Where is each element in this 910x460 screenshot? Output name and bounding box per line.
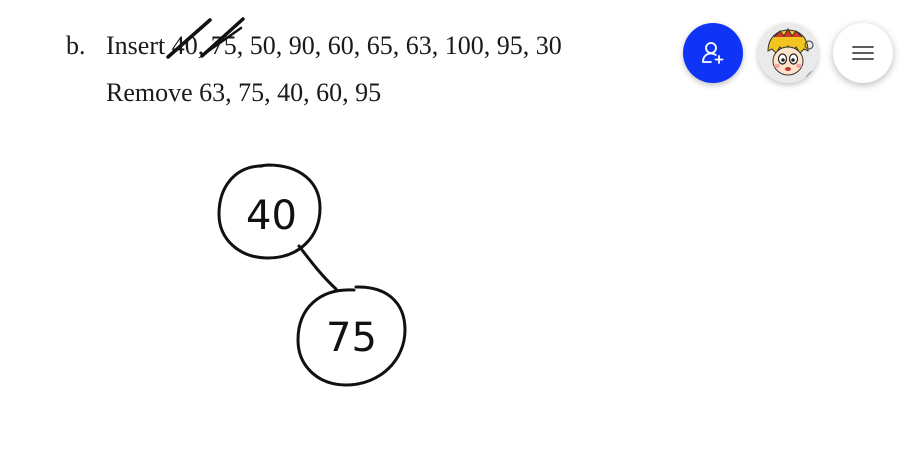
menu-button[interactable] xyxy=(833,23,893,83)
insert-word: Insert xyxy=(106,31,166,60)
problem-statement: b. Insert 40, 75 , 50, 90, 60, 65, 63, 1… xyxy=(66,22,562,116)
invite-button[interactable] xyxy=(683,23,743,83)
hamburger-menu-icon xyxy=(852,46,874,60)
remove-values: Remove 63, 75, 40, 60, 95 xyxy=(106,78,382,107)
insert-line: b. Insert 40, 75 , 50, 90, 60, 65, 63, 1… xyxy=(66,22,562,69)
tree-edge xyxy=(297,244,338,291)
user-avatar-button[interactable] xyxy=(758,23,818,83)
insert-crossed-values: 40, 75 xyxy=(171,31,237,60)
add-person-icon xyxy=(702,42,724,64)
tree-node-75: 75 xyxy=(296,285,407,387)
remove-line: Remove 63, 75, 40, 60, 95 xyxy=(66,69,562,116)
avatar xyxy=(758,23,818,83)
node-label: 75 xyxy=(326,315,377,361)
tree-node-40: 40 xyxy=(217,163,322,260)
node-label: 40 xyxy=(246,193,297,239)
problem-label: b. xyxy=(66,31,86,60)
insert-remaining-values: , 50, 90, 60, 65, 63, 100, 95, 30 xyxy=(236,31,562,60)
